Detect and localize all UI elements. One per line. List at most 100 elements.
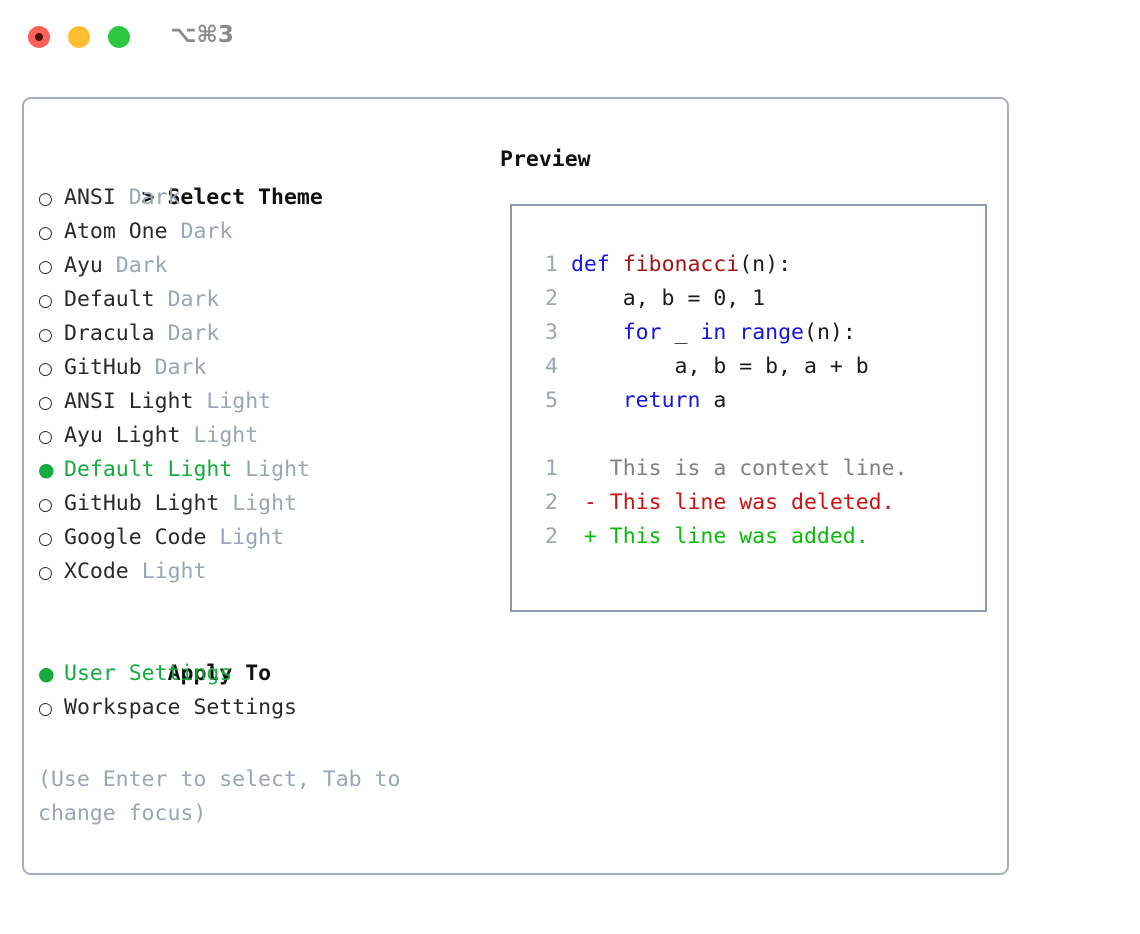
theme-option-gap [181, 423, 194, 448]
theme-option-mode-badge: Light [193, 423, 259, 448]
diff-sign [584, 456, 597, 481]
theme-option-github-light[interactable]: ○ GitHub Light Light [38, 487, 488, 521]
code-token: for [622, 320, 662, 345]
diff-line-number: 2 [545, 524, 558, 549]
code-token: range [739, 320, 804, 345]
code-token: _ [661, 320, 701, 345]
theme-option-gap [129, 559, 142, 584]
radio-unselected-icon[interactable]: ○ [38, 223, 53, 243]
theme-option-gap [155, 287, 168, 312]
theme-option-label: GitHub [64, 355, 142, 380]
radio-unselected-icon[interactable]: ○ [38, 359, 53, 379]
theme-option-label: Google Code [64, 525, 207, 550]
list-spacer [38, 589, 488, 623]
diff-line-add: 2 + This line was added. [528, 520, 908, 554]
diff-line-del: 2 - This line was deleted. [528, 486, 908, 520]
theme-option-mode-badge: Dark [128, 185, 181, 210]
diff-line-number: 1 [545, 456, 558, 481]
title-bar: ⌥⌘3 [0, 0, 1140, 76]
theme-option-mode-badge: Light [232, 491, 298, 516]
theme-option-gap [168, 219, 181, 244]
theme-option-label: XCode [64, 559, 129, 584]
theme-option-label: ANSI [64, 185, 116, 210]
radio-selected-icon[interactable]: ● [38, 459, 55, 481]
theme-option-mode-badge: Light [219, 525, 285, 550]
theme-option-ayu[interactable]: ○ Ayu Dark [38, 249, 488, 283]
code-gutter-gap [558, 320, 571, 345]
theme-option-gap [206, 525, 219, 550]
theme-option-gap [142, 355, 155, 380]
theme-option-ansi[interactable]: ○ ANSI Dark [38, 181, 488, 215]
radio-unselected-icon[interactable]: ○ [38, 291, 53, 311]
radio-unselected-icon[interactable]: ○ [38, 325, 53, 345]
theme-option-ansi-light[interactable]: ○ANSI Light Light [38, 385, 488, 419]
theme-option-gap [155, 321, 168, 346]
theme-option-gap [103, 253, 116, 278]
code-token: (n): [739, 252, 792, 277]
radio-unselected-icon[interactable]: ○ [38, 563, 53, 583]
radio-unselected-icon[interactable]: ○ [38, 427, 53, 447]
theme-option-default[interactable]: ○Default Dark [38, 283, 488, 317]
theme-option-ayu-light[interactable]: ○ Ayu Light Light [38, 419, 488, 453]
apply-to-header: Apply To [38, 623, 488, 686]
code-token: def [570, 252, 623, 277]
keyboard-shortcut-label: ⌥⌘3 [170, 22, 234, 48]
theme-option-list[interactable]: ○ANSI Dark○Atom One Dark○Ayu Dark○Defaul… [38, 181, 488, 589]
keyboard-hint-text: (Use Enter to select, Tab to change focu… [38, 767, 401, 826]
theme-option-mode-badge: Dark [115, 253, 168, 278]
theme-option-label: GitHub Light [64, 491, 220, 516]
theme-option-mode-badge: Dark [154, 355, 207, 380]
theme-option-dracula[interactable]: ○ Dracula Dark [38, 317, 488, 351]
theme-option-gap [193, 389, 206, 414]
code-gutter-gap [558, 388, 571, 413]
theme-option-google-code[interactable]: ○ Google Code Light [38, 521, 488, 555]
theme-option-github[interactable]: ○ GitHub Dark [38, 351, 488, 385]
radio-unselected-icon[interactable]: ○ [38, 699, 53, 719]
radio-unselected-icon[interactable]: ○ [38, 393, 53, 413]
select-theme-header-label: > Select Theme [141, 185, 323, 210]
code-token [571, 388, 623, 413]
radio-unselected-icon[interactable]: ○ [38, 189, 53, 209]
theme-option-label: Ayu [64, 253, 103, 278]
theme-option-xcode[interactable]: ○XCode Light [38, 555, 488, 589]
code-token: a, b = b, a + b [570, 354, 869, 379]
code-line-number: 3 [545, 320, 558, 345]
theme-option-mode-badge: Dark [167, 321, 220, 346]
code-token: in [700, 320, 727, 345]
code-token: fibonacci [622, 252, 740, 277]
theme-option-atom-one[interactable]: ○Atom One Dark [38, 215, 488, 249]
theme-option-mode-badge: Light [206, 389, 272, 414]
code-line: 3 for _ in range(n): [528, 316, 908, 350]
diff-sign: - [583, 490, 597, 515]
apply-to-option-list[interactable]: ●User Settings ○ Workspace Settings [38, 657, 488, 725]
theme-option-gap [232, 457, 245, 482]
theme-option-mode-badge: Dark [167, 287, 220, 312]
theme-option-gap [219, 491, 232, 516]
theme-list-column: > Select Theme ○ANSI Dark○Atom One Dark○… [38, 147, 488, 725]
close-button[interactable] [28, 26, 50, 48]
select-theme-header: > Select Theme [38, 147, 488, 210]
apply-to-option-workspace-settings[interactable]: ○ Workspace Settings [38, 691, 488, 725]
apply-to-option-label: Workspace Settings [64, 695, 297, 720]
code-gutter-gap [558, 252, 571, 277]
theme-option-label: Ayu Light [64, 423, 181, 448]
radio-unselected-icon[interactable]: ○ [38, 495, 53, 515]
radio-unselected-icon[interactable]: ○ [38, 529, 53, 549]
diff-line-text: This line was deleted. [596, 490, 895, 515]
code-line: 2 a, b = 0, 1 [528, 282, 908, 316]
code-token: a [700, 388, 727, 413]
theme-option-label: Dracula [64, 321, 155, 346]
radio-selected-icon[interactable]: ● [38, 663, 55, 685]
code-token: return [622, 388, 701, 413]
radio-unselected-icon[interactable]: ○ [38, 257, 53, 277]
maximize-button[interactable] [108, 26, 130, 48]
diff-sign: + [583, 524, 597, 549]
minimize-button[interactable] [68, 26, 90, 48]
preview-title: Preview [500, 147, 591, 172]
code-token: a, b = 0, 1 [570, 286, 766, 311]
theme-option-gap [116, 185, 129, 210]
apply-to-option-user-settings[interactable]: ●User Settings [38, 657, 488, 691]
theme-option-default-light[interactable]: ●Default Light Light [38, 453, 488, 487]
